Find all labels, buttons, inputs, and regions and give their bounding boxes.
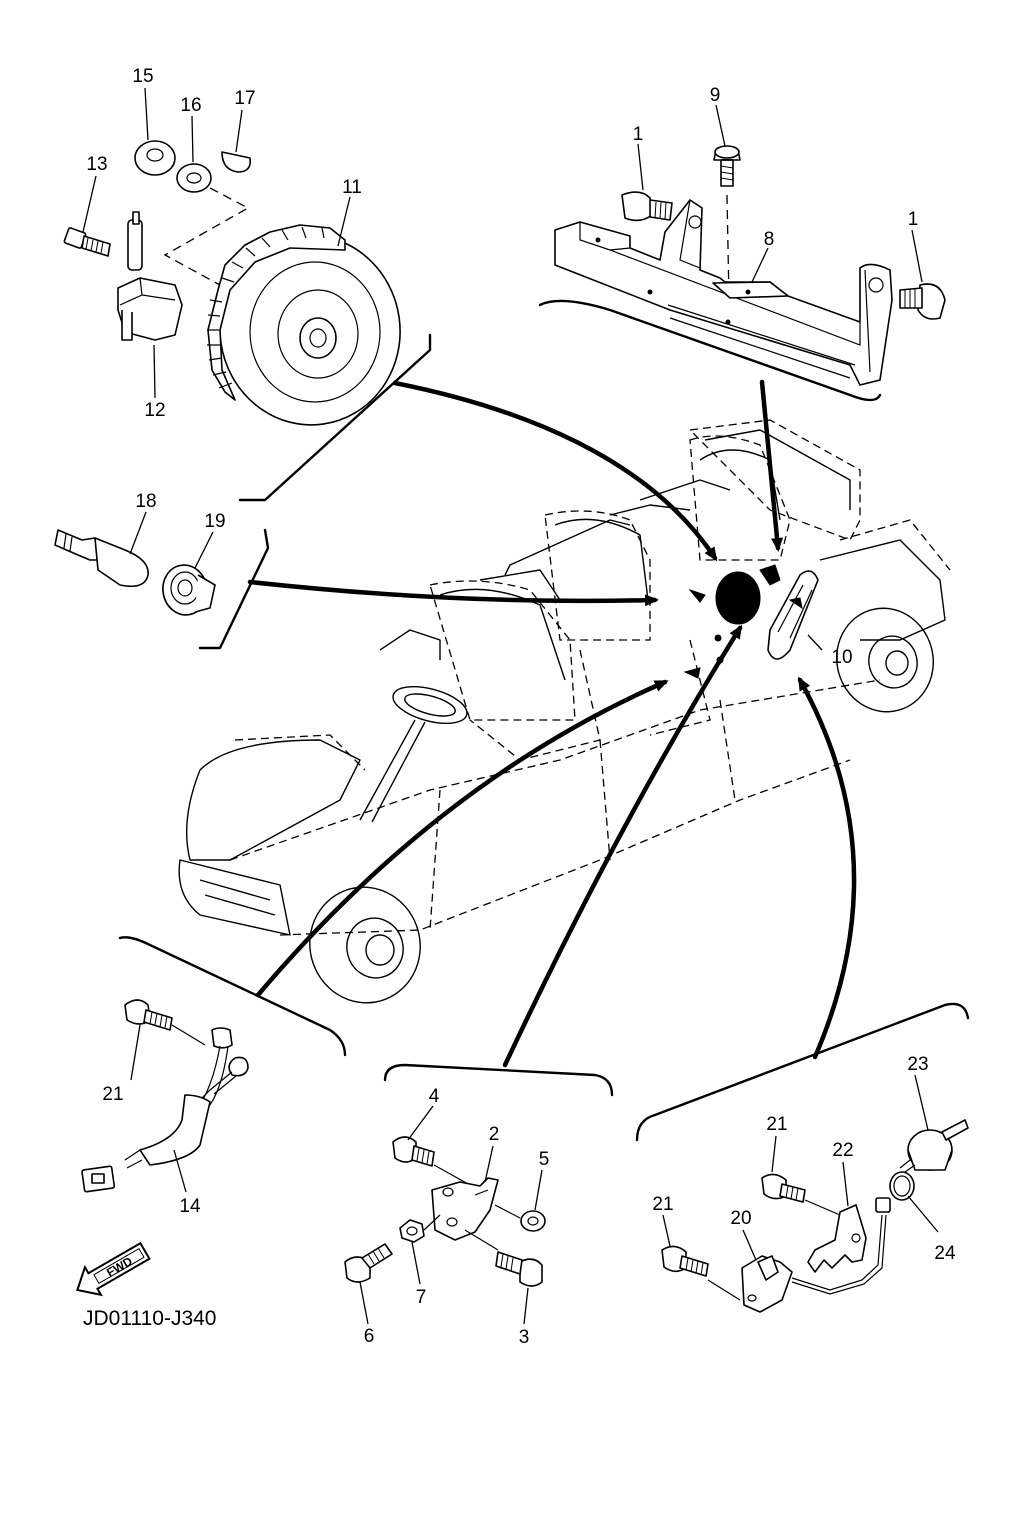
arrow-flywheel (392, 380, 718, 562)
arrow-harness (255, 679, 669, 998)
callout-18: 18 (135, 491, 156, 512)
mount-group (344, 1136, 546, 1287)
callout-22: 22 (832, 1140, 853, 1161)
callout-7: 7 (416, 1287, 427, 1308)
callout-1-right: 1 (908, 209, 919, 230)
harness-group (81, 999, 249, 1193)
pointer-arrows (247, 379, 857, 1068)
callout-20: 20 (730, 1208, 751, 1229)
bulb-group (54, 529, 216, 616)
callout-21-lower: 21 (652, 1194, 673, 1215)
callout-3: 3 (519, 1327, 530, 1348)
callout-13: 13 (86, 154, 107, 175)
callout-1-left: 1 (633, 124, 644, 145)
fwd-arrow-icon: FWD (76, 1241, 151, 1297)
callout-8: 8 (764, 229, 775, 250)
frame-flywheel (238, 333, 432, 502)
frame-bulb (198, 528, 270, 650)
callout-12: 12 (144, 400, 165, 421)
callout-6: 6 (364, 1326, 375, 1347)
callout-2: 2 (489, 1124, 500, 1145)
callout-24: 24 (934, 1243, 956, 1264)
diagram-code: JD01110-J340 (83, 1307, 216, 1330)
callout-15: 15 (132, 66, 153, 87)
callout-14: 14 (179, 1196, 201, 1217)
frame-sensor (635, 1002, 970, 1142)
frame-harness (118, 936, 347, 1057)
group-frames (118, 299, 970, 1142)
frame-mount (383, 1063, 614, 1097)
golf-cart-illustration (178, 419, 951, 1004)
arrow-bracket (759, 379, 784, 552)
sensor-group (661, 1119, 969, 1313)
callout-11: 11 (342, 177, 362, 198)
callout-21-harness: 21 (102, 1084, 123, 1105)
callout-21-upper: 21 (766, 1114, 787, 1135)
callout-5: 5 (539, 1149, 550, 1170)
callout-17: 17 (234, 88, 255, 109)
arrow-mount (502, 624, 743, 1068)
callout-10: 10 (831, 647, 852, 668)
arrow-bulb (247, 579, 659, 607)
callout-4: 4 (429, 1086, 440, 1107)
frame-bracket (538, 299, 882, 402)
flywheel-group (63, 140, 401, 426)
callout-9: 9 (710, 85, 721, 106)
callout-19: 19 (204, 511, 225, 532)
callout-labels: 15 16 17 13 11 12 9 1 1 8 10 18 19 21 14… (86, 66, 956, 1348)
belt-location (767, 570, 819, 660)
engine-flywheel-location (715, 571, 761, 625)
callout-16: 16 (180, 95, 201, 116)
bracket-group (554, 145, 946, 386)
callout-23: 23 (907, 1054, 928, 1075)
arrow-sensor (797, 676, 857, 1060)
leader-lines (82, 87, 939, 1325)
